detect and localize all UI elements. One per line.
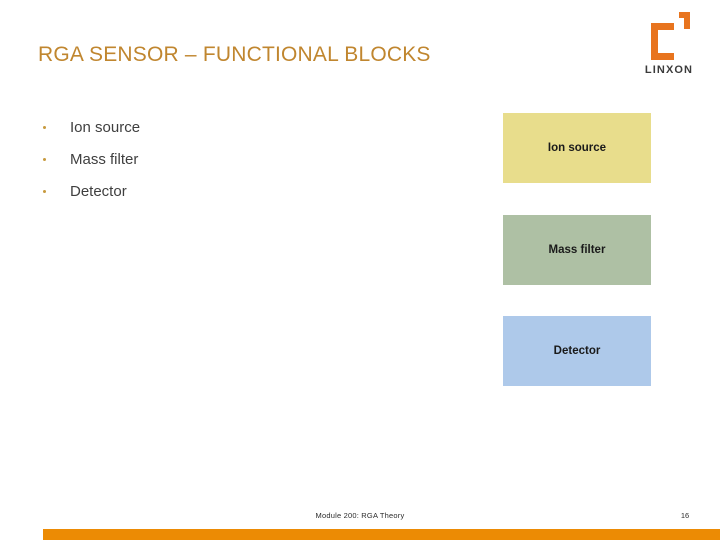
footer-accent-bar bbox=[43, 529, 720, 540]
bracket-square-icon bbox=[651, 12, 690, 60]
list-item: Ion source bbox=[38, 112, 338, 144]
diagram-block-ion-source: Ion source bbox=[503, 113, 651, 183]
brand-logo: LINXON bbox=[632, 12, 706, 84]
dot-bullet-icon bbox=[43, 190, 46, 193]
list-item-label: Ion source bbox=[70, 119, 141, 136]
bullet-list: Ion source Mass filter Detector bbox=[38, 112, 338, 208]
dot-bullet-icon bbox=[43, 126, 46, 129]
page-title: RGA SENSOR – FUNCTIONAL BLOCKS bbox=[38, 43, 431, 66]
diagram-block-detector: Detector bbox=[503, 316, 651, 386]
dot-bullet-icon bbox=[43, 158, 46, 161]
footer-page-number: 16 bbox=[680, 511, 690, 520]
logo-wordmark: LINXON bbox=[644, 64, 694, 76]
footer-module-label: Module 200: RGA Theory bbox=[315, 511, 405, 520]
list-item: Detector bbox=[38, 176, 338, 208]
list-item: Mass filter bbox=[38, 144, 338, 176]
diagram-block-mass-filter: Mass filter bbox=[503, 215, 651, 285]
list-item-label: Mass filter bbox=[70, 151, 139, 168]
list-item-label: Detector bbox=[70, 183, 127, 200]
